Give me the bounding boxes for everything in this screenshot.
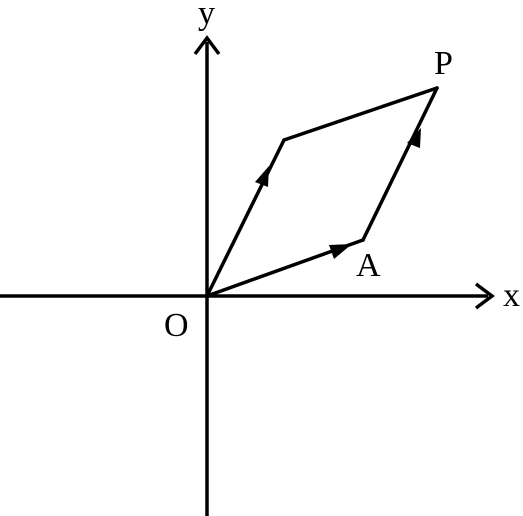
arrowhead-oa [329, 244, 352, 259]
axis-x-label: x [503, 277, 520, 314]
origin-label: O [164, 307, 189, 344]
arrowhead-o-upper [255, 166, 269, 187]
point-p-label: P [434, 45, 453, 82]
point-a-label: A [356, 247, 381, 284]
axis-y-label: y [198, 0, 215, 32]
x-axis-arrowhead [474, 282, 495, 310]
segment-upper-p [282, 86, 439, 142]
vector-o-upper [205, 138, 286, 298]
vector-ap [361, 86, 439, 242]
y-axis-arrowhead [193, 35, 221, 56]
arrowhead-ap [407, 128, 421, 148]
